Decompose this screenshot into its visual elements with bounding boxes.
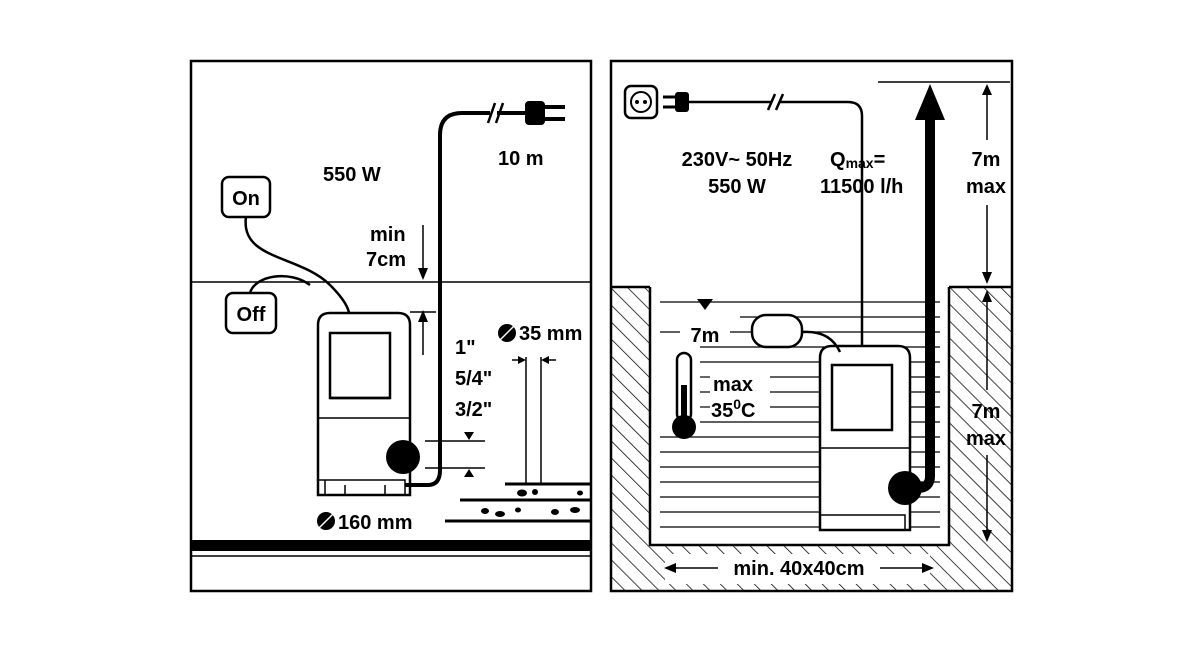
temp-value: 35 xyxy=(711,400,733,422)
temp-unit: C xyxy=(741,400,755,422)
qmax-sub: max xyxy=(846,155,874,171)
ground-left-hatch xyxy=(612,287,650,590)
qmax-label: Qmax= xyxy=(830,149,885,171)
temp-degree: 0 xyxy=(733,396,741,412)
shaft-walls xyxy=(648,287,951,547)
hose-size-2: 5/4" xyxy=(455,368,492,390)
base-diameter-label: 160 mm xyxy=(338,512,413,534)
float-depth-label: 7m xyxy=(691,325,720,347)
head-max: max xyxy=(966,176,1006,198)
min-depth-label: 7cm xyxy=(366,249,406,271)
temp-value-label: 350C xyxy=(711,396,756,422)
plug-icon xyxy=(525,101,545,125)
left-pump xyxy=(316,311,420,497)
pump-outlet xyxy=(386,440,420,474)
left-panel: On Off 550 W 10 m min 7cm xyxy=(189,59,593,593)
thermometer-icon xyxy=(672,351,696,439)
level-marker xyxy=(697,299,713,310)
ground-right-hatch xyxy=(949,287,1011,590)
temp-max-label: max xyxy=(713,374,753,396)
depth-value: 7m xyxy=(972,401,1001,423)
right-panel: 230V~ 50Hz 550 W Qmax= 11500 l/h 7m max … xyxy=(609,59,1014,593)
right-pump xyxy=(818,344,922,532)
switch-on-label: On xyxy=(232,188,260,210)
qmax-q: Q xyxy=(830,149,846,171)
socket-icon xyxy=(623,84,659,120)
flow-arrow xyxy=(915,84,945,120)
float-switch-cable-lower xyxy=(248,274,311,294)
hose-size-3: 3/2" xyxy=(455,399,492,421)
qmax-eq: = xyxy=(874,149,886,171)
switch-off-label: Off xyxy=(237,304,266,326)
depth-max: max xyxy=(966,428,1006,450)
right-panel-frame xyxy=(609,59,1014,593)
floor-bar xyxy=(191,540,591,551)
right-power-label: 550 W xyxy=(708,176,766,198)
right-power-cable xyxy=(780,100,864,375)
min-label: min xyxy=(370,224,406,246)
cable-length-label: 10 m xyxy=(498,148,544,170)
shaft-size-label: min. 40x40cm xyxy=(733,558,864,580)
voltage-label: 230V~ 50Hz xyxy=(682,149,793,171)
qmax-value: 11500 l/h xyxy=(820,176,903,198)
discharge-pipe xyxy=(910,118,935,493)
float-switch xyxy=(750,313,804,349)
particle-size-label: 35 mm xyxy=(519,323,582,345)
debris xyxy=(445,482,590,523)
left-power-label: 550 W xyxy=(323,164,381,186)
hose-size-1: 1" xyxy=(455,337,476,359)
right-plug-icon xyxy=(675,92,689,112)
power-cable xyxy=(405,111,490,487)
head-value: 7m xyxy=(972,149,1001,171)
